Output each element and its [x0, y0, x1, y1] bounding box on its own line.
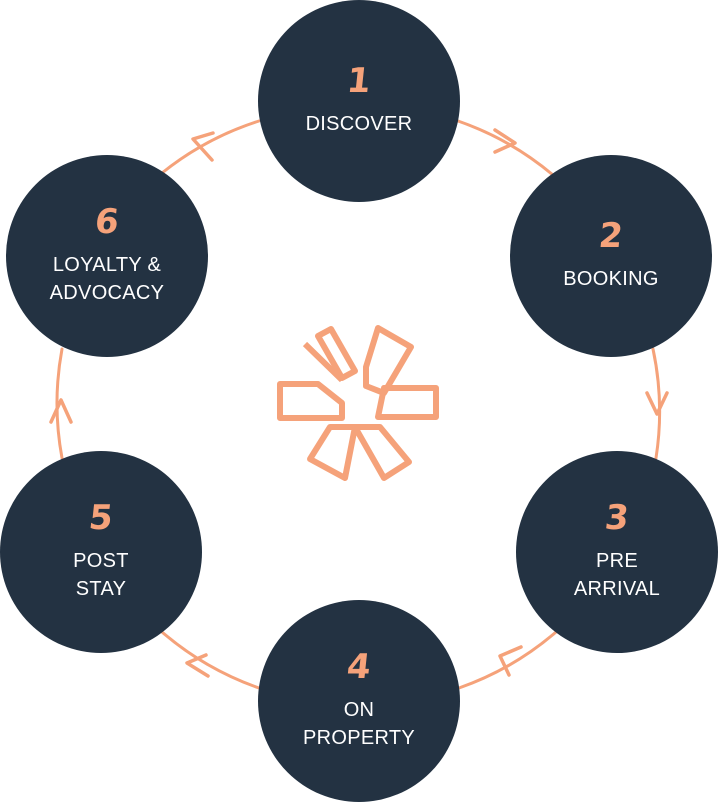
- stage-number: 3: [603, 498, 631, 538]
- connector-5-to-6: [55, 347, 64, 460]
- stage-label: ON PROPERTY: [302, 699, 416, 749]
- arrowhead-1-to-2-icon: [493, 128, 517, 154]
- connector-2-to-3: [651, 347, 662, 460]
- connector-3-to-4: [457, 630, 558, 690]
- connector-6-to-1: [160, 119, 261, 175]
- stage-number: 6: [93, 202, 121, 242]
- arrowhead-2-to-3-icon: [645, 391, 669, 416]
- connector-4-to-5: [160, 630, 261, 690]
- arrowhead-6-to-1-icon: [191, 131, 215, 162]
- stage-node-on-property[interactable]: 4 ON PROPERTY: [258, 600, 460, 802]
- stage-node-loyalty-advocacy[interactable]: 6 LOYALTY & ADVOCACY: [6, 155, 208, 357]
- stage-number: 2: [597, 216, 625, 256]
- stage-label: LOYALTY & ADVOCACY: [49, 254, 165, 304]
- stage-number: 5: [87, 498, 115, 538]
- stage-label: POST STAY: [73, 550, 129, 600]
- stage-label: DISCOVER: [305, 113, 413, 135]
- asterisk-logo-icon: [277, 325, 439, 481]
- stage-label: PRE ARRIVAL: [573, 550, 661, 600]
- stage-node-discover[interactable]: 1 DISCOVER: [258, 0, 460, 202]
- cycle-connectors: [55, 119, 662, 690]
- stage-number: 4: [345, 647, 373, 687]
- connector-1-to-2: [456, 119, 555, 177]
- arrowhead-3-to-4-icon: [498, 645, 523, 677]
- arrowhead-4-to-5-icon: [185, 653, 210, 678]
- stage-node-booking[interactable]: 2 BOOKING: [510, 155, 712, 357]
- cycle-arrowheads: [49, 128, 669, 678]
- stage-number: 1: [345, 61, 373, 101]
- stage-node-post-stay[interactable]: 5 POST STAY: [0, 451, 202, 653]
- arrowhead-5-to-6-icon: [49, 398, 73, 424]
- stage-label: BOOKING: [563, 268, 659, 290]
- stage-node-pre-arrival[interactable]: 3 PRE ARRIVAL: [516, 451, 718, 653]
